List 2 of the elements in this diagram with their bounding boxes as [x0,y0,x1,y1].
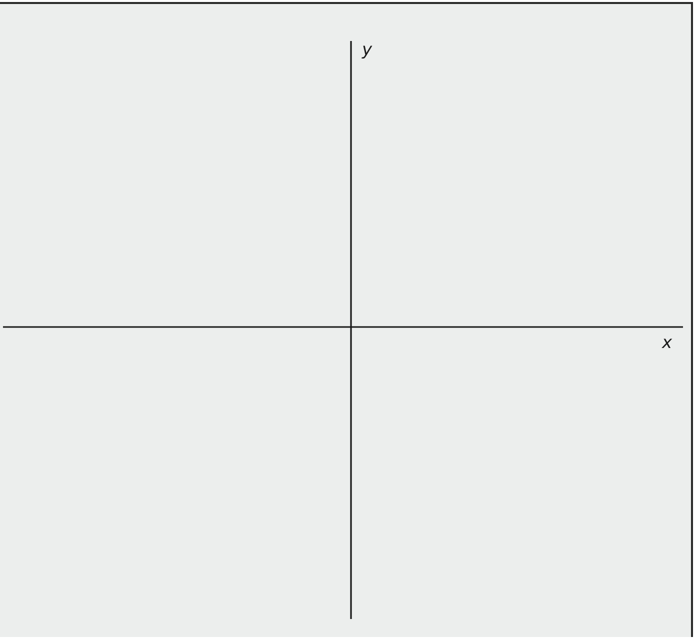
axis-label: y [362,42,372,59]
axis-label: x [662,335,672,352]
